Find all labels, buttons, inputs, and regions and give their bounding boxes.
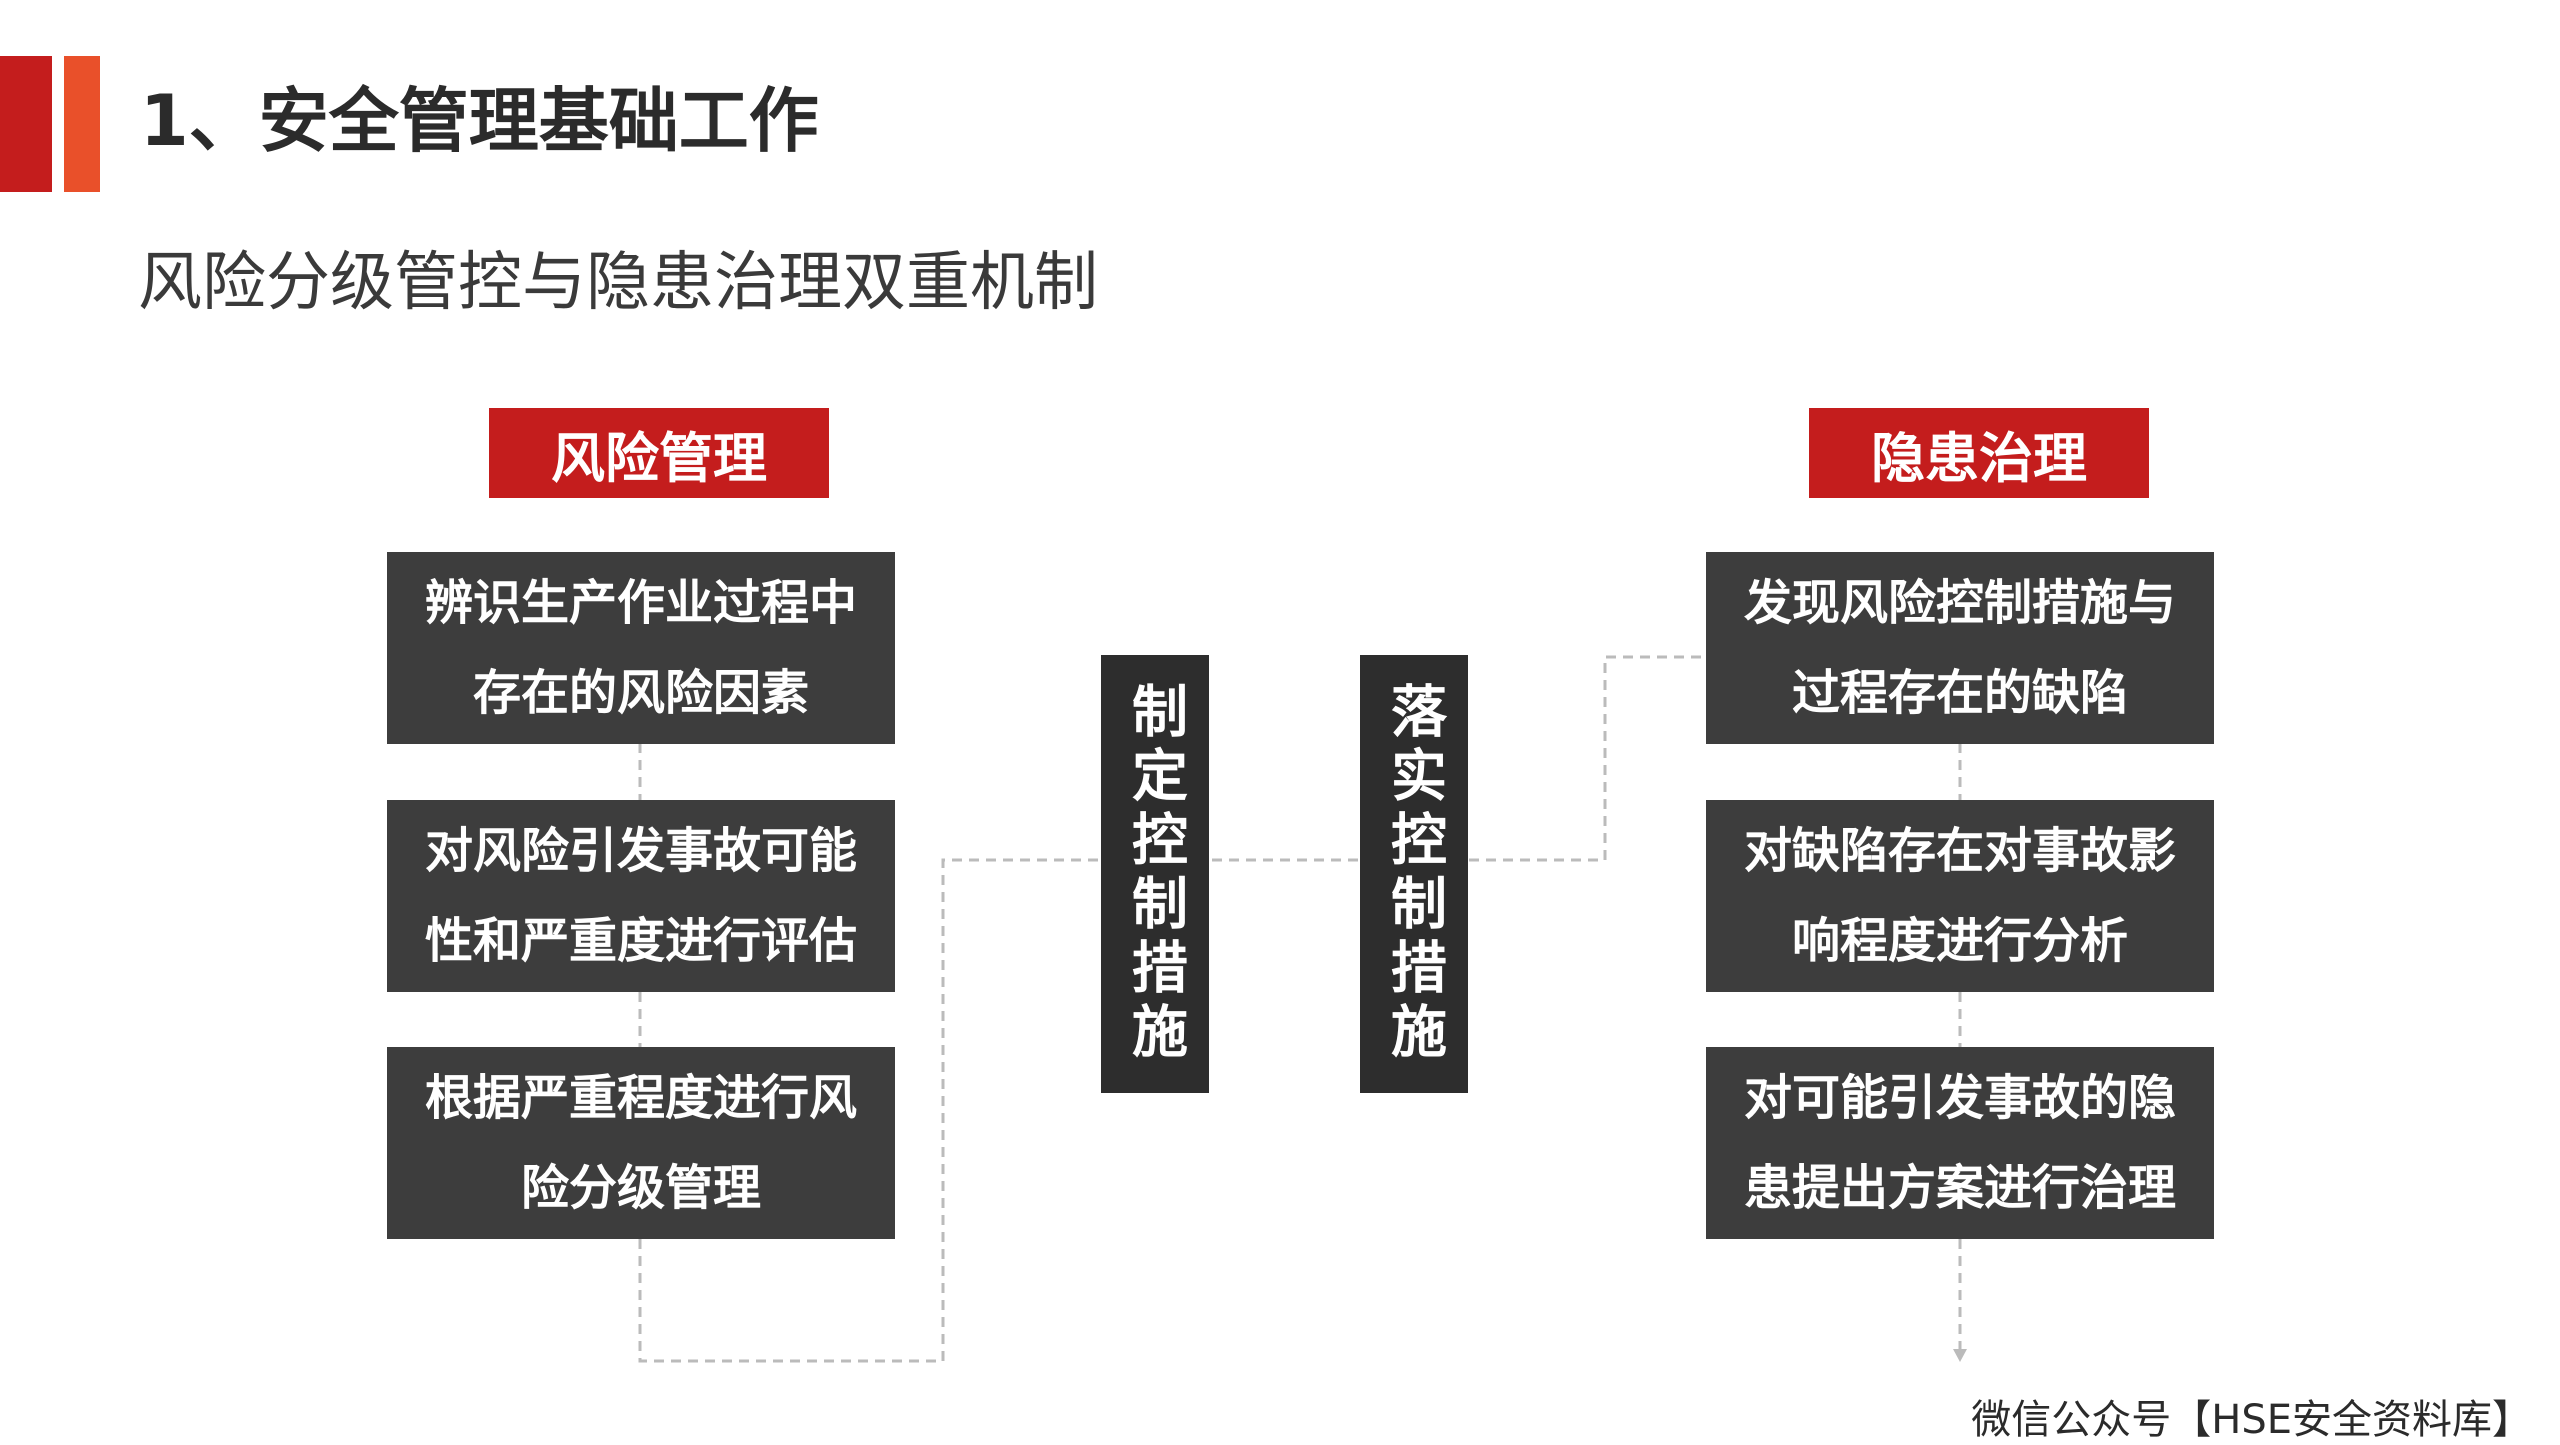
connector-left-loop: [638, 858, 1104, 1363]
risk-step-1-line1: 辨识生产作业过程中: [424, 575, 857, 631]
title-accent-bar-red: [0, 56, 52, 192]
hazard-step-2: 对缺陷存在对事故影响程度进行分析: [1706, 800, 2214, 992]
hazard-step-2-line2: 响程度进行分析: [1791, 913, 2128, 969]
risk-step-3-line2: 险分级管理: [520, 1160, 761, 1216]
page-subtitle: 风险分级管控与隐患治理双重机制: [138, 246, 1098, 320]
risk-step-2: 对风险引发事故可能性和严重度进行评估: [387, 800, 895, 992]
connector-to-right: [1469, 655, 1705, 862]
hazard-step-1-line2: 过程存在的缺陷: [1791, 665, 2128, 721]
hazard-treatment-header: 隐患治理: [1809, 408, 2149, 498]
hazard-step-2-line1: 对缺陷存在对事故影: [1743, 823, 2176, 879]
risk-step-2-line2: 性和严重度进行评估: [424, 913, 857, 969]
hazard-step-1: 发现风险控制措施与过程存在的缺陷: [1706, 552, 2214, 744]
risk-step-3: 根据严重程度进行风险分级管理: [387, 1047, 895, 1239]
risk-step-2-line1: 对风险引发事故可能: [424, 823, 857, 879]
risk-step-1-line2: 存在的风险因素: [472, 665, 809, 721]
page-title: 1、安全管理基础工作: [140, 80, 819, 162]
implement-measures-box: 落实控制措施: [1360, 655, 1468, 1093]
risk-step-1: 辨识生产作业过程中存在的风险因素: [387, 552, 895, 744]
hazard-step-3: 对可能引发事故的隐患提出方案进行治理: [1706, 1047, 2214, 1239]
formulate-measures-label: 制定控制措施: [1122, 682, 1188, 1066]
footer-watermark: 微信公众号【HSE安全资料库】: [1971, 1397, 2532, 1443]
formulate-measures-box: 制定控制措施: [1101, 655, 1209, 1093]
hazard-step-3-line1: 对可能引发事故的隐: [1743, 1070, 2176, 1126]
hazard-step-1-line1: 发现风险控制措施与: [1743, 575, 2176, 631]
hazard-step-3-line2: 患提出方案进行治理: [1743, 1160, 2176, 1216]
title-accent-bar-orange: [64, 56, 100, 192]
implement-measures-label: 落实控制措施: [1381, 682, 1447, 1066]
risk-step-3-line1: 根据严重程度进行风: [424, 1070, 857, 1126]
arrowhead-icon: [1953, 1349, 1967, 1362]
risk-management-header: 风险管理: [489, 408, 829, 498]
